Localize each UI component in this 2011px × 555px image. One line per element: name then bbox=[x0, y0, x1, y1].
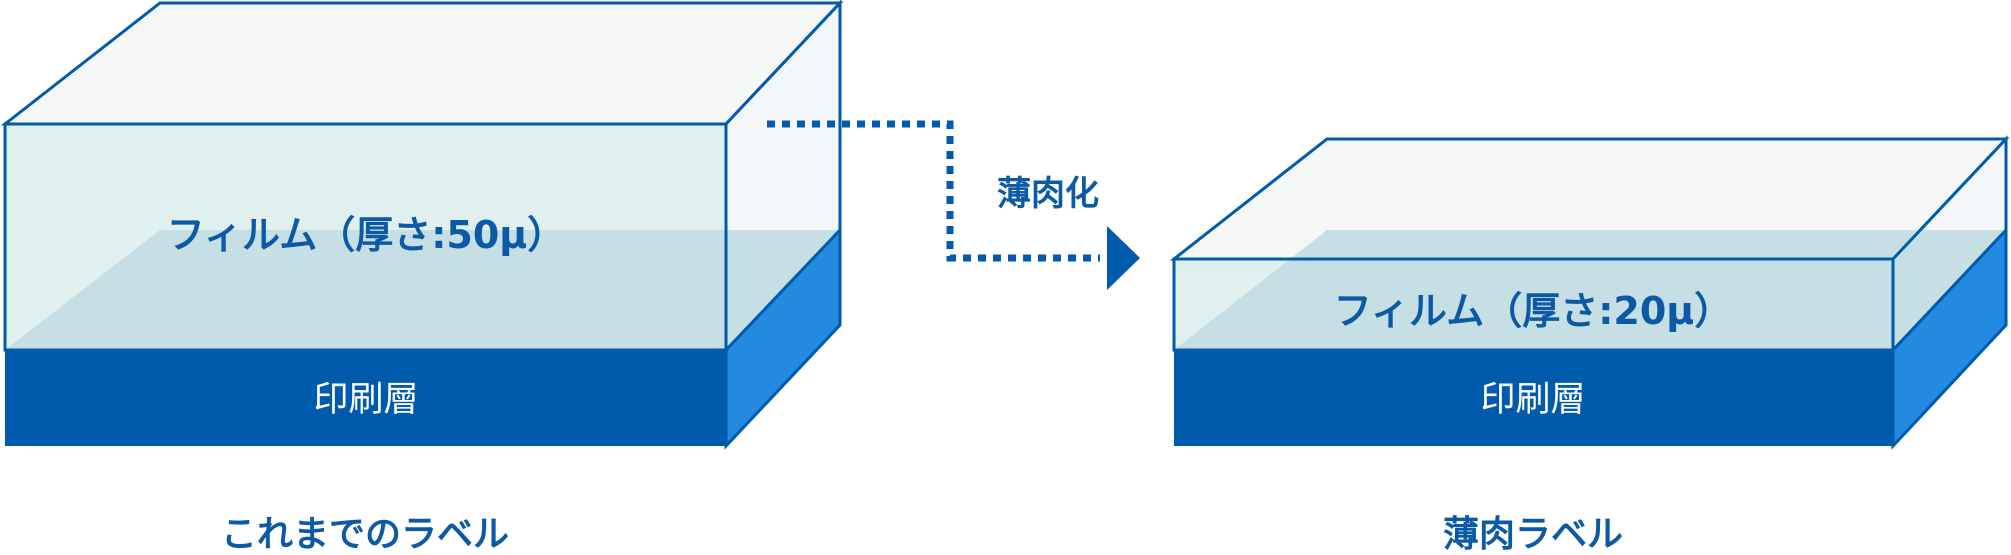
thin-label-block: フィルム（厚さ:20μ） 印刷層 bbox=[1169, 135, 2010, 450]
right-film-label: フィルム（厚さ:20μ） bbox=[1334, 289, 1733, 333]
left-film-front-shade bbox=[5, 230, 840, 350]
right-film-side-outline bbox=[1891, 135, 2008, 261]
right-caption: 薄肉ラベル bbox=[1443, 514, 1623, 555]
left-film-side-outline bbox=[724, 0, 842, 230]
conventional-label-block: フィルム（厚さ:50μ） 印刷層 bbox=[0, 0, 844, 450]
arrow-dotted-path bbox=[767, 120, 1100, 262]
right-print-label: 印刷層 bbox=[1480, 380, 1585, 420]
right-print-layer-front bbox=[1174, 350, 1893, 446]
left-print-layer-front bbox=[5, 350, 726, 446]
thinning-arrow: 薄肉化 bbox=[767, 120, 1140, 290]
left-film-top-face bbox=[0, 1, 844, 126]
arrow-head bbox=[1107, 226, 1140, 290]
left-film-label: フィルム（厚さ:50μ） bbox=[167, 213, 566, 257]
arrow-label: 薄肉化 bbox=[997, 174, 1099, 214]
left-print-label: 印刷層 bbox=[313, 380, 418, 420]
left-caption: これまでのラベル bbox=[221, 514, 509, 555]
